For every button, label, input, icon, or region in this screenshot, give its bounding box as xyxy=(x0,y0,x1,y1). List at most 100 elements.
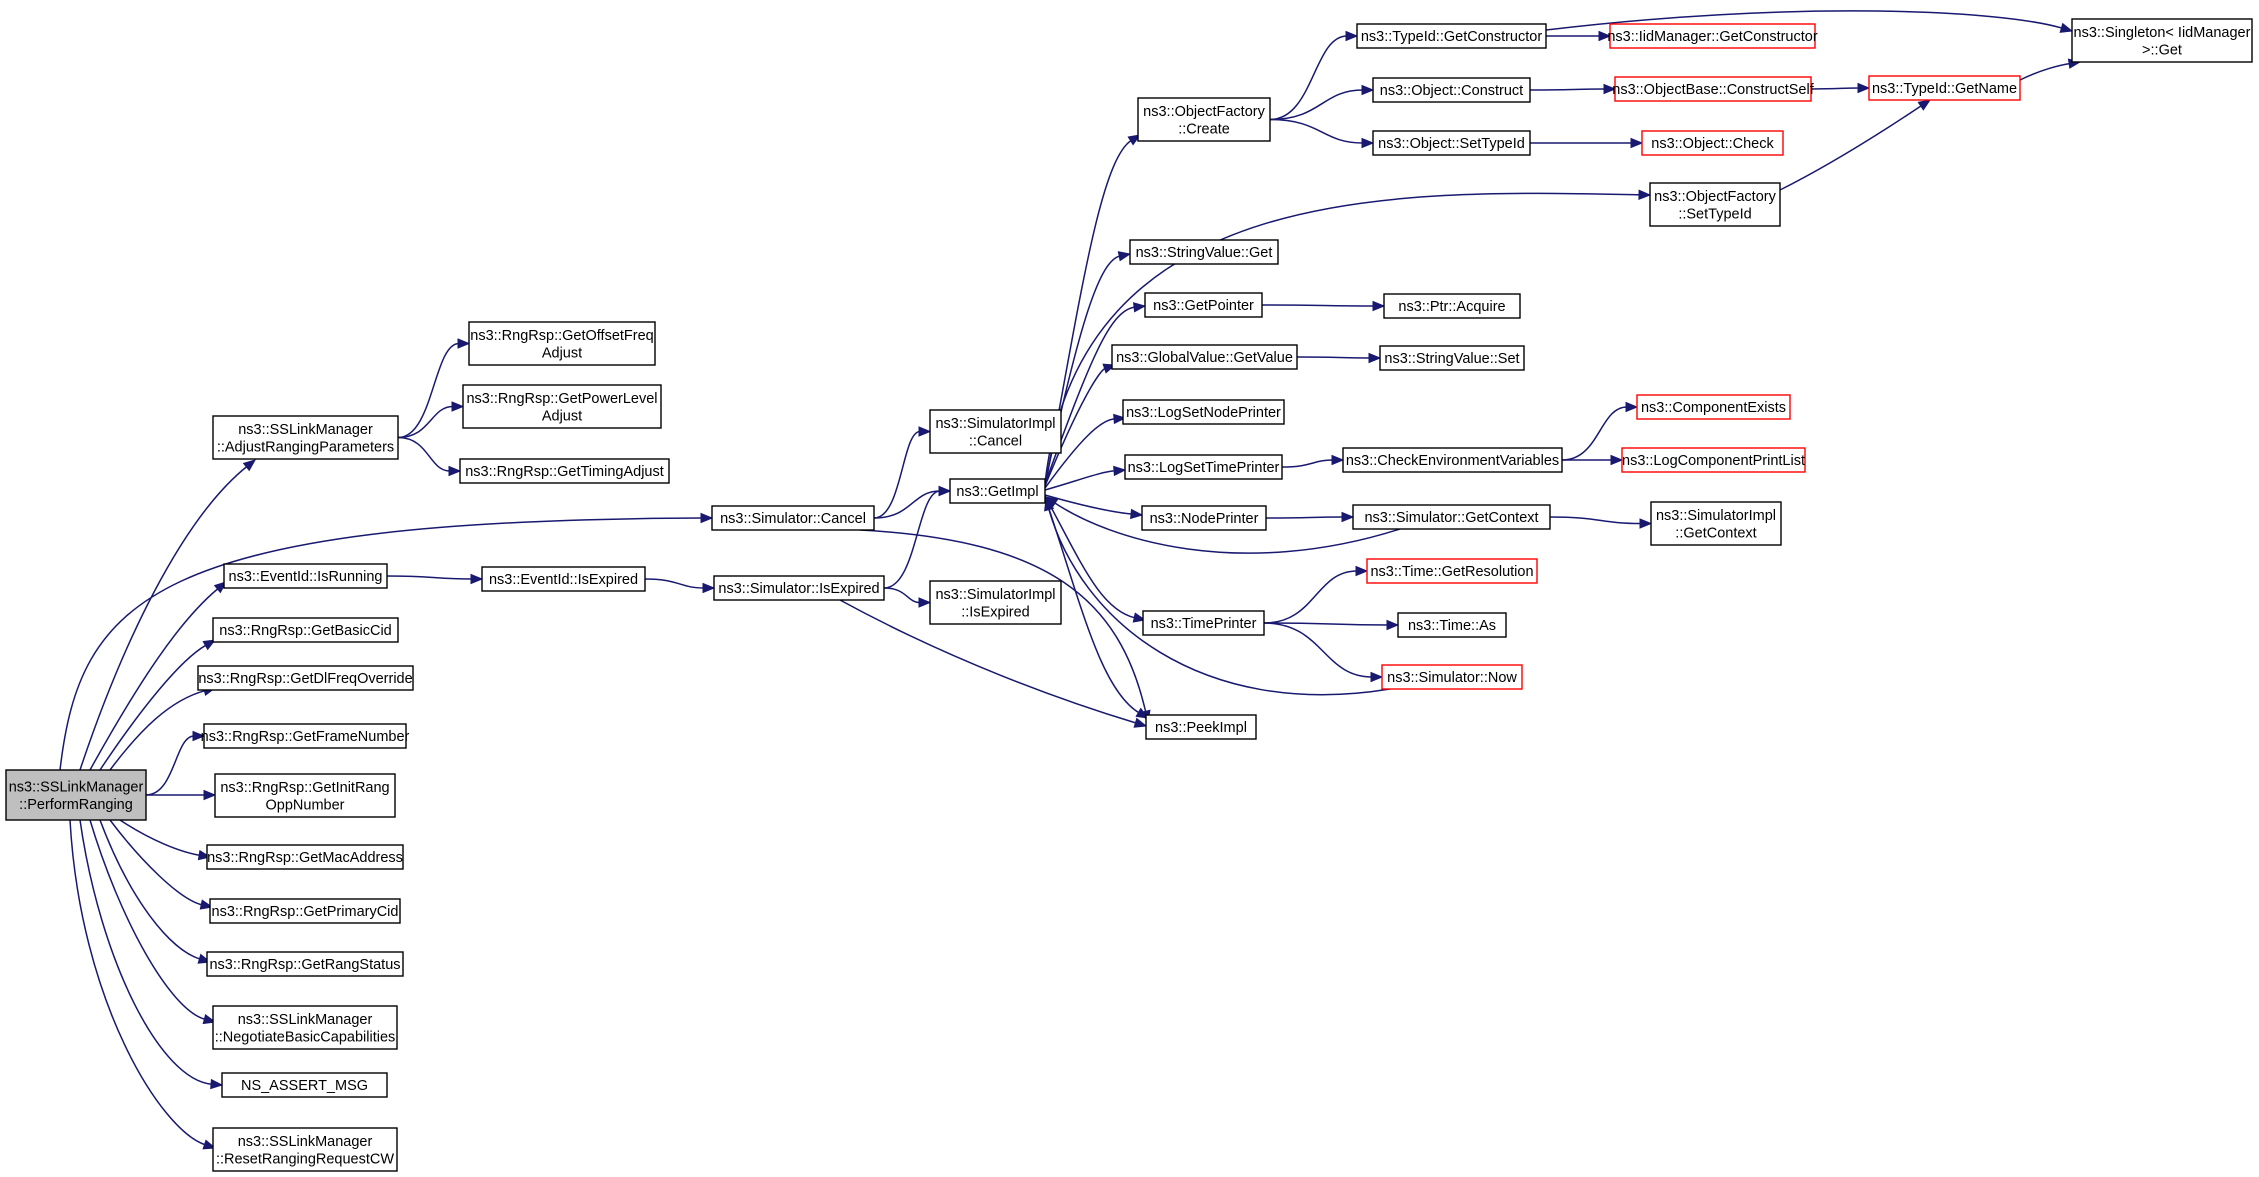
node-mac[interactable]: ns3::RngRsp::GetMacAddress xyxy=(206,844,404,870)
node-gvget[interactable]: ns3::GlobalValue::GetValue xyxy=(1111,344,1298,370)
node-box-strset[interactable] xyxy=(1379,345,1525,371)
node-box-implexpired[interactable] xyxy=(929,580,1062,625)
node-box-peekimpl[interactable] xyxy=(1145,714,1257,740)
node-box-negotiate[interactable] xyxy=(212,1005,398,1050)
node-isrunning[interactable]: ns3::EventId::IsRunning xyxy=(223,563,388,589)
node-box-mac[interactable] xyxy=(206,844,404,870)
node-objsettid[interactable]: ns3::Object::SetTypeId xyxy=(1372,130,1531,156)
node-singleton[interactable]: ns3::Singleton< IidManager >::Get xyxy=(2071,18,2253,63)
node-box-singleton[interactable] xyxy=(2071,18,2253,63)
node-timing[interactable]: ns3::RngRsp::GetTimingAdjust xyxy=(459,458,670,484)
node-box-primcid[interactable] xyxy=(209,898,401,924)
node-box-lognode[interactable] xyxy=(1122,399,1285,425)
node-primcid[interactable]: ns3::RngRsp::GetPrimaryCid xyxy=(209,898,401,924)
node-getres[interactable]: ns3::Time::GetResolution xyxy=(1366,558,1538,584)
node-timeas[interactable]: ns3::Time::As xyxy=(1397,612,1507,638)
node-box-assert[interactable] xyxy=(221,1072,388,1098)
node-box-simexpired[interactable] xyxy=(713,575,885,601)
node-box-implcancel[interactable] xyxy=(929,409,1062,454)
node-box-power[interactable] xyxy=(462,384,662,429)
node-tidgetname[interactable]: ns3::TypeId::GetName xyxy=(1868,75,2021,101)
node-evexpired[interactable]: ns3::EventId::IsExpired xyxy=(481,566,646,592)
node-box-compexists[interactable] xyxy=(1636,394,1791,420)
node-framenum[interactable]: ns3::RngRsp::GetFrameNumber xyxy=(201,723,410,749)
node-assert[interactable]: NS_ASSERT_MSG xyxy=(221,1072,388,1098)
node-dlfreq[interactable]: ns3::RngRsp::GetDlFreqOverride xyxy=(197,665,414,691)
node-tidgetctor[interactable]: ns3::TypeId::GetConstructor xyxy=(1356,23,1547,49)
node-box-iidctor[interactable] xyxy=(1609,23,1816,49)
node-ofsettid[interactable]: ns3::ObjectFactory::SetTypeId xyxy=(1649,182,1781,227)
node-simexpired[interactable]: ns3::Simulator::IsExpired xyxy=(713,575,885,601)
node-implexpired[interactable]: ns3::SimulatorImpl::IsExpired xyxy=(929,580,1062,625)
node-objcheck[interactable]: ns3::Object::Check xyxy=(1641,130,1784,156)
node-ptracquire[interactable]: ns3::Ptr::Acquire xyxy=(1383,293,1521,319)
node-box-objsettid[interactable] xyxy=(1372,130,1531,156)
node-simcancel[interactable]: ns3::Simulator::Cancel xyxy=(711,505,875,531)
node-basiccid[interactable]: ns3::RngRsp::GetBasicCid xyxy=(212,617,399,643)
node-strget[interactable]: ns3::StringValue::Get xyxy=(1129,239,1279,265)
node-implcontext[interactable]: ns3::SimulatorImpl::GetContext xyxy=(1650,501,1782,546)
node-iidctor[interactable]: ns3::IidManager::GetConstructor xyxy=(1607,23,1818,49)
node-box-timeprinter[interactable] xyxy=(1142,610,1265,636)
node-checkenv[interactable]: ns3::CheckEnvironmentVariables xyxy=(1342,447,1563,473)
node-box-getpointer[interactable] xyxy=(1144,292,1263,318)
node-box-simnow[interactable] xyxy=(1381,664,1523,690)
node-objconstruct[interactable]: ns3::Object::Construct xyxy=(1372,77,1531,103)
node-box-ofcreate[interactable] xyxy=(1137,97,1271,142)
node-constructself[interactable]: ns3::ObjectBase::ConstructSelf xyxy=(1612,76,1815,102)
node-box-root[interactable] xyxy=(5,769,147,821)
node-box-gvget[interactable] xyxy=(1111,344,1298,370)
node-box-nodeprinter[interactable] xyxy=(1141,505,1267,531)
node-nodeprinter[interactable]: ns3::NodePrinter xyxy=(1141,505,1267,531)
node-box-ofsettid[interactable] xyxy=(1649,182,1781,227)
node-box-basiccid[interactable] xyxy=(212,617,399,643)
node-getpointer[interactable]: ns3::GetPointer xyxy=(1144,292,1263,318)
node-negotiate[interactable]: ns3::SSLinkManager::NegotiateBasicCapabi… xyxy=(212,1005,398,1050)
node-getimpl[interactable]: ns3::GetImpl xyxy=(949,478,1046,504)
node-box-isrunning[interactable] xyxy=(223,563,388,589)
node-adjust[interactable]: ns3::SSLinkManager::AdjustRangingParamet… xyxy=(212,415,399,460)
node-resetcw[interactable]: ns3::SSLinkManager::ResetRangingRequestC… xyxy=(212,1127,398,1172)
node-timeprinter[interactable]: ns3::TimePrinter xyxy=(1142,610,1265,636)
node-box-dlfreq[interactable] xyxy=(197,665,414,691)
node-box-timing[interactable] xyxy=(459,458,670,484)
node-rangstatus[interactable]: ns3::RngRsp::GetRangStatus xyxy=(206,951,404,977)
node-box-initrang[interactable] xyxy=(214,773,396,818)
node-box-offset[interactable] xyxy=(468,321,656,366)
node-box-implcontext[interactable] xyxy=(1650,501,1782,546)
node-box-framenum[interactable] xyxy=(203,723,407,749)
node-box-evexpired[interactable] xyxy=(481,566,646,592)
node-ofcreate[interactable]: ns3::ObjectFactory::Create xyxy=(1137,97,1271,142)
node-simnow[interactable]: ns3::Simulator::Now xyxy=(1381,664,1523,690)
node-box-constructself[interactable] xyxy=(1614,76,1812,102)
node-box-logtime[interactable] xyxy=(1124,454,1283,480)
node-box-getres[interactable] xyxy=(1366,558,1538,584)
node-logtime[interactable]: ns3::LogSetTimePrinter xyxy=(1124,454,1283,480)
node-box-ptracquire[interactable] xyxy=(1383,293,1521,319)
node-box-simcontext[interactable] xyxy=(1352,504,1551,530)
node-box-checkenv[interactable] xyxy=(1342,447,1563,473)
node-logprint[interactable]: ns3::LogComponentPrintList xyxy=(1621,447,1806,473)
node-box-getimpl[interactable] xyxy=(949,478,1046,504)
node-strset[interactable]: ns3::StringValue::Set xyxy=(1379,345,1525,371)
node-box-resetcw[interactable] xyxy=(212,1127,398,1172)
node-box-strget[interactable] xyxy=(1129,239,1279,265)
node-box-tidgetctor[interactable] xyxy=(1356,23,1547,49)
node-lognode[interactable]: ns3::LogSetNodePrinter xyxy=(1122,399,1285,425)
node-peekimpl[interactable]: ns3::PeekImpl xyxy=(1145,714,1257,740)
node-implcancel[interactable]: ns3::SimulatorImpl::Cancel xyxy=(929,409,1062,454)
node-compexists[interactable]: ns3::ComponentExists xyxy=(1636,394,1791,420)
node-root[interactable]: ns3::SSLinkManager::PerformRanging xyxy=(5,769,147,821)
node-box-objcheck[interactable] xyxy=(1641,130,1784,156)
node-box-objconstruct[interactable] xyxy=(1372,77,1531,103)
node-box-logprint[interactable] xyxy=(1621,447,1806,473)
node-box-adjust[interactable] xyxy=(212,415,399,460)
node-simcontext[interactable]: ns3::Simulator::GetContext xyxy=(1352,504,1551,530)
node-box-tidgetname[interactable] xyxy=(1868,75,2021,101)
node-box-simcancel[interactable] xyxy=(711,505,875,531)
node-box-rangstatus[interactable] xyxy=(206,951,404,977)
node-box-timeas[interactable] xyxy=(1397,612,1507,638)
